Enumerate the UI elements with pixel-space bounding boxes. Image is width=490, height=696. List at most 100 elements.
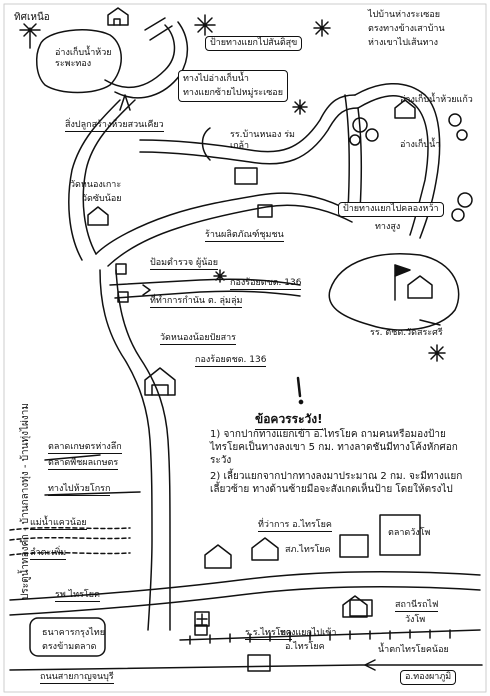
left-side-label: ทางไปห้วยโกรก (48, 484, 111, 496)
reservoir-dam (104, 24, 176, 89)
main-road-south (99, 269, 153, 631)
road-136-top-label: กองร้อยตชด. 136 (230, 278, 302, 290)
reservoir-label: อ่างเก็บน้ำห้วยระพะทอง (55, 48, 112, 69)
sun-icon-4 (428, 344, 446, 362)
arrow-to-left (44, 454, 101, 461)
house-school-right (407, 275, 433, 299)
two-way-intersection-line1: ทางไปอ่างเก็บน้ำ (183, 74, 249, 84)
two-way-intersection: ทางไปอ่างเก็บน้ำ ทางแยกซ้ายไปหมู่ระเซอย (178, 70, 288, 102)
hospital-cross-icon (194, 611, 210, 627)
road-to-top (144, 17, 173, 41)
river (9, 526, 131, 541)
arrow-bottom-right (364, 659, 376, 671)
border-patrol-label: สิ่งปลูกสร้างห้วยสวนเคียว (65, 120, 164, 132)
market-right-label: ตลาดวังโพ (388, 528, 431, 538)
right-road (344, 94, 363, 211)
bank-box (339, 534, 369, 558)
left-market-label-2: ตลาดพืชผลเกษตร (48, 458, 119, 470)
left-temple-label-2: วัดซับน้อย (82, 194, 122, 204)
road-bottom-2 (9, 585, 481, 616)
temple-lower-label: วัดหนองน้อยปัยสาร (160, 333, 236, 345)
house-temple (144, 367, 176, 396)
intersection-bottom-label-2: อ.ไทรโยค (285, 642, 325, 652)
village-store-label: ร้านผลิตภัณฑ์ชุมชน (205, 230, 284, 242)
school-bottom-label: ร.ร.ไทรโยค (245, 628, 292, 640)
vertical-left-label: ประตูน้ำทองคำ - บ้านกลางทุ่ง - บ้านทุ่งไ… (20, 403, 31, 600)
village-store-box (234, 167, 258, 185)
house-left-temple (87, 206, 109, 226)
district-office-label: ที่ว่าการ อ.ไทรโยค (258, 520, 332, 532)
school-small-label: รร.บ้านหนอง ร่มเกล้า (230, 130, 295, 151)
school-bottom-box (194, 624, 208, 636)
sun-icon-1 (194, 14, 216, 36)
arrow-left-up (142, 284, 151, 296)
tree-icon-3 (451, 192, 473, 222)
road-very-bottom (9, 664, 483, 671)
train-box (349, 599, 373, 617)
road-center-top (139, 94, 356, 153)
arrow-connector-1 (201, 127, 211, 161)
police-box-marker (115, 263, 127, 275)
police-box-label: ป้อมตำรวจ ผู้น้อย (150, 258, 219, 270)
road-136-bottom-label: กองร้อยตชด. 136 (195, 355, 267, 367)
office-box (117, 291, 129, 303)
village-right-label: ทางสูง (375, 222, 401, 232)
road-136-2 (114, 290, 301, 299)
main-road-south-2 (115, 269, 171, 631)
left-market-box (29, 617, 106, 657)
market-right-box (379, 514, 421, 556)
north-arrow-icon (19, 23, 41, 49)
notes-item-2: 2) เลี้ยวแยกจากปากทางลงมาประมาณ 2 กม. จะ… (210, 471, 463, 495)
road-junction-a (95, 192, 349, 255)
house-police-station (204, 537, 279, 569)
road-136 (109, 278, 301, 286)
arrow-to-left-2 (44, 491, 141, 496)
reservoir-dam-2 (114, 21, 189, 99)
tree-icon-1 (349, 117, 379, 146)
map-frame (3, 3, 487, 693)
road-bottom (9, 570, 481, 601)
left-market-label: ตลาดเกษตรห่างลึก (48, 442, 122, 454)
office-label: ที่ทำการกำนัน ต. ลุ่มลุ่ม (150, 296, 243, 308)
train-station-label: สถานีรถไฟ (395, 600, 439, 612)
arrow-to-school (419, 319, 441, 326)
sun-icon-2 (313, 19, 331, 37)
railway-ties (189, 629, 451, 645)
sun-icon-5 (213, 269, 227, 283)
notes-item-1: 1) จากปากทางแยกเข้า อ.ไทรโยค ถามคนหรือมอ… (210, 429, 458, 466)
hill-school (328, 253, 460, 331)
to-kanchanaburi-label: อ.ทองผาภูมิ (400, 670, 457, 685)
reservoir-right-label: อ่างเก็บน้ำห้วยแก้ว (400, 95, 473, 105)
reservoir-small-label: อ่างเก็บน้ำ (400, 140, 441, 150)
intersection-bottom-label: ทางแยกไปเข้า (280, 628, 337, 638)
bank-label: ธนาคารกรุงไทย (42, 628, 106, 638)
tree-icon-2 (448, 113, 468, 141)
reservoir-shape (35, 29, 122, 94)
bank-label-2: ตรงข้ามตลาด (42, 642, 97, 652)
river-2 (9, 551, 131, 556)
store-box-2 (257, 204, 273, 218)
police-station-label: สภ.ไทรโยค (285, 545, 331, 555)
left-temple-label: วัดหนองเกาะ (70, 180, 122, 190)
house-top-left (107, 7, 129, 26)
school-right-label: รร. ตชด.วัดสระศรี (370, 328, 443, 338)
house-right-reservoir (394, 99, 416, 119)
sign-right-top: ป้ายทางแยกไปสันติสุข (205, 36, 303, 51)
flag-icon (394, 264, 411, 301)
road-center-top-2 (139, 107, 359, 165)
to-kanchanaburi-left-label: ถนนสายกาญจนบุรี (40, 672, 114, 684)
main-road-left-2 (82, 99, 136, 255)
notes-title: ข้อควรระวัง! (255, 410, 323, 430)
sun-icon-3 (292, 99, 308, 115)
left-stream-label-2: ลำตะเพิ่ม (30, 548, 67, 560)
main-road-left (68, 99, 121, 261)
arrow-road-top (119, 94, 131, 111)
road-junction-b (107, 204, 353, 267)
train-station-label-2: วังโพ (405, 615, 426, 625)
two-way-intersection-line2: ทางแยกซ้ายไปหมู่ระเซอย (183, 88, 283, 98)
railway-note-label: น้ำตกไทรโยคน้อย (378, 645, 449, 655)
to-village-label-2: ตรงทางข้างเสาบ้าน (368, 24, 445, 34)
sign-mid-right: ป้ายทางแยกไปคลองหว้า (338, 202, 444, 217)
left-stream-label: แม่น้ำแควน้อย (30, 518, 87, 530)
